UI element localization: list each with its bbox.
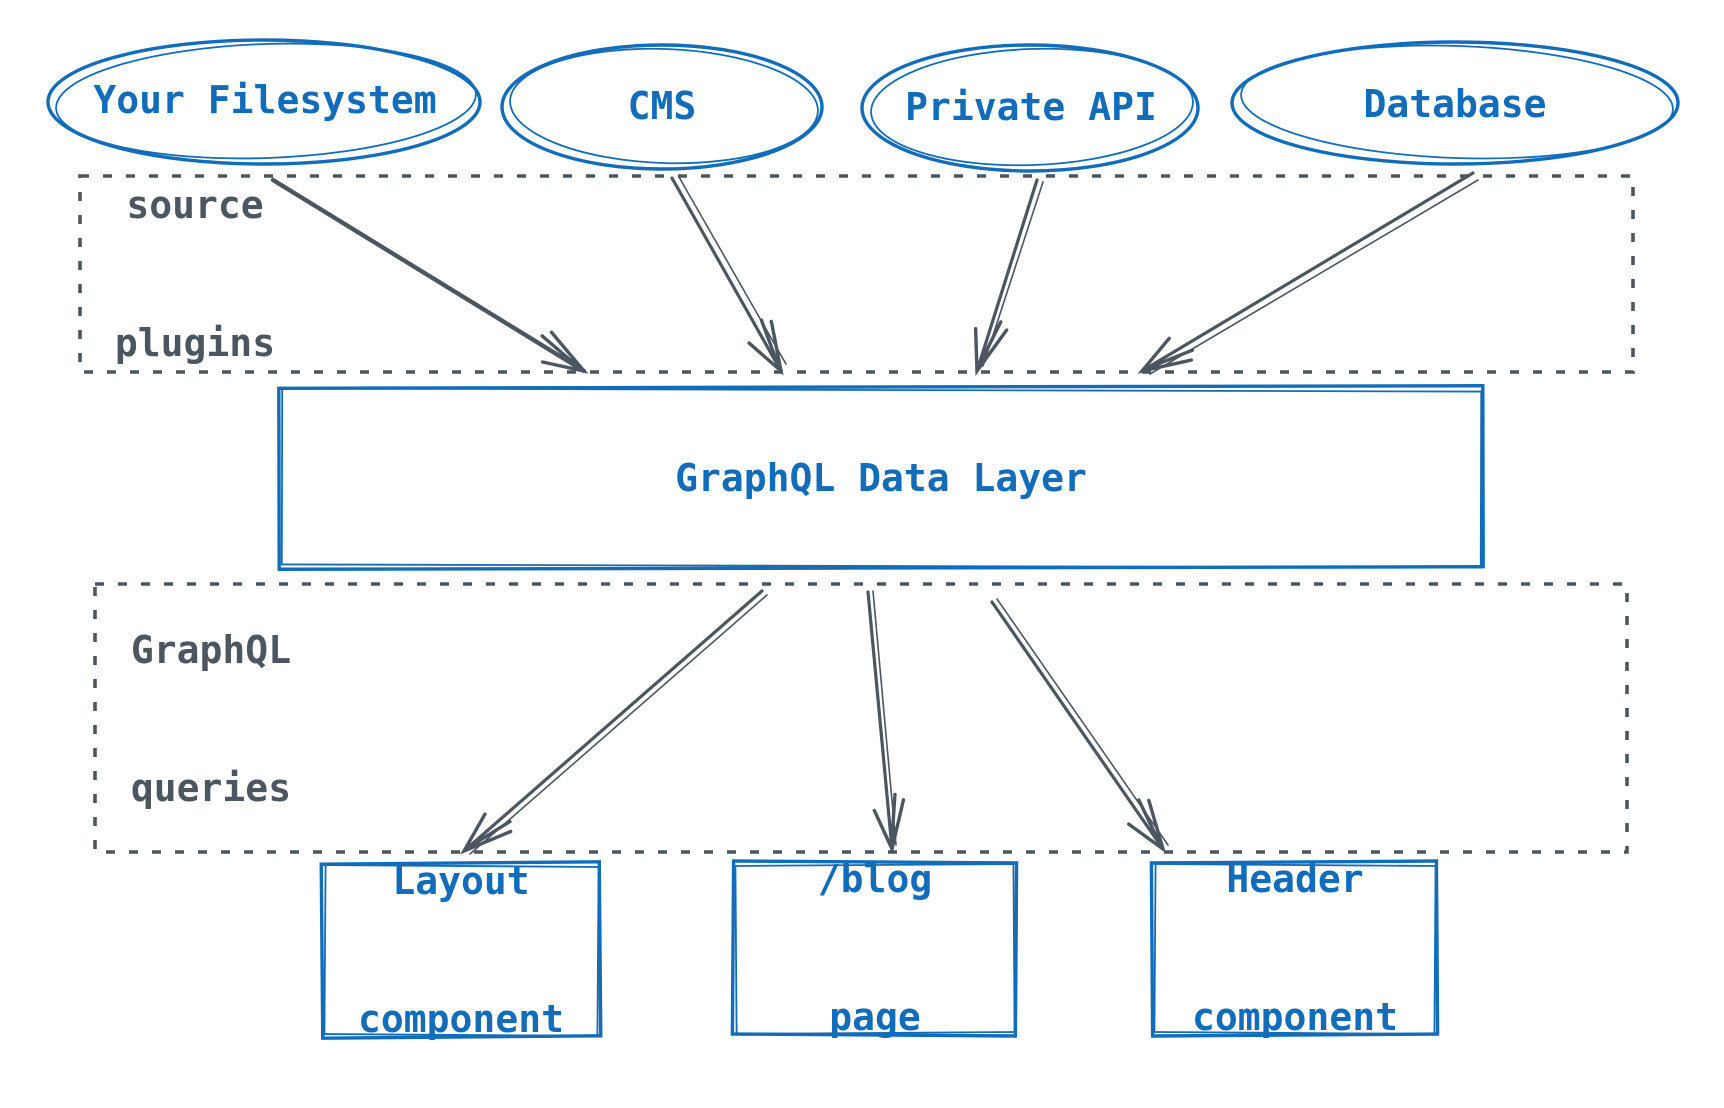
source-plugins-region-label: source plugins [115, 90, 275, 458]
output-label-header-line1: Header [1226, 857, 1364, 901]
source-node-ellipse-private-api [860, 43, 1200, 173]
output-box-blog-page [730, 859, 1019, 1038]
arrow-cms-to-data-layer [670, 176, 787, 376]
source-node-ellipse-database [1230, 40, 1680, 166]
source-node-ellipse-cms [500, 43, 824, 171]
source-plugins-label-line1: source [126, 183, 264, 227]
output-label-blog-line1: /blog [817, 857, 933, 901]
output-label-header-component: Header component [1192, 764, 1398, 1108]
output-label-layout-line2: component [358, 997, 564, 1041]
data-layer-box [277, 384, 1485, 571]
graphql-queries-region-label: GraphQL queries [131, 535, 291, 903]
source-node-ellipse-your-filesystem [46, 38, 482, 166]
source-plugins-label-line2: plugins [114, 321, 276, 365]
source-node-label-your-filesystem: Your Filesystem [93, 78, 437, 122]
output-box-header-component [1149, 859, 1440, 1038]
output-label-blog-page: /blog page [818, 764, 932, 1108]
arrow-private-api-to-data-layer [973, 178, 1044, 377]
source-node-label-private-api: Private API [905, 85, 1157, 129]
output-box-layout-component [319, 860, 603, 1040]
data-layer-label: GraphQL Data Layer [675, 456, 1087, 500]
output-label-blog-line2: page [829, 995, 921, 1039]
graphql-queries-label-line2: queries [130, 766, 292, 810]
output-label-layout-component: Layout component [358, 766, 564, 1108]
graphql-queries-region [93, 582, 1629, 854]
arrow-your-filesystem-to-data-layer [270, 177, 589, 374]
source-node-label-database: Database [1363, 82, 1547, 126]
source-node-label-cms: CMS [627, 84, 697, 128]
arrow-data-layer-to-layout-component [460, 589, 768, 855]
output-label-header-line2: component [1192, 995, 1398, 1039]
output-label-layout-line1: Layout [392, 859, 530, 903]
arrow-data-layer-to-header-component [990, 598, 1169, 854]
arrow-data-layer-to-blog-page [866, 590, 906, 855]
arrow-database-to-data-layer [1137, 171, 1479, 375]
graphql-queries-label-line1: GraphQL [130, 628, 292, 672]
